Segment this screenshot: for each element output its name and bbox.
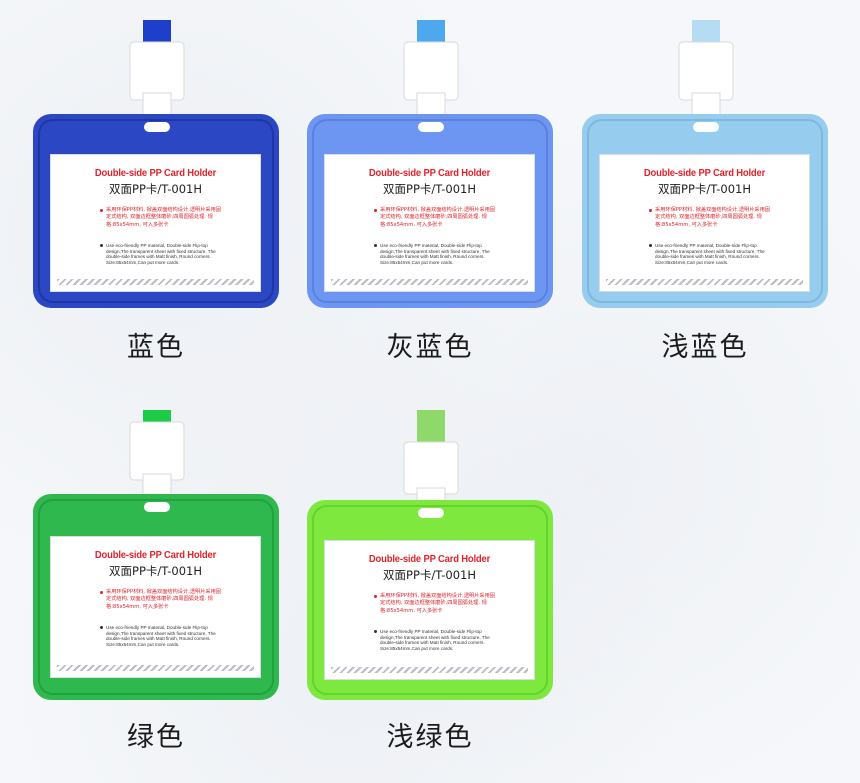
card-title-cn: 双面PP卡/T-001H xyxy=(109,182,202,196)
product-label: 蓝色 xyxy=(127,332,185,363)
card-frame-inner xyxy=(38,499,274,695)
product-light-blue: Double-side PP Card Holder 双面PP卡/T-001H … xyxy=(580,18,830,363)
product-gray-blue: Double-side PP Card Holder 双面PP卡/T-001H … xyxy=(305,18,555,363)
card-frame-inner xyxy=(38,119,274,303)
product-blue: Double-side PP Card Holder 双面PP卡/T-001H … xyxy=(31,18,281,363)
card-stripe xyxy=(331,667,528,673)
card-title-en: Double-side PP Card Holder xyxy=(368,553,491,565)
card-stripe xyxy=(57,279,254,285)
card-title-en: Double-side PP Card Holder xyxy=(94,167,217,179)
card-insert: Double-side PP Card Holder 双面PP卡/T-001H … xyxy=(324,540,535,680)
frame-slot xyxy=(418,508,444,518)
frame-slot xyxy=(418,122,444,132)
product-label: 浅蓝色 xyxy=(661,332,749,363)
card-frame-inner xyxy=(312,505,548,695)
card-desc-cn: 采用环保PP材料, 掀盖双面结构设计,透明片采用固定式结构, 双面边框整体磨砂,… xyxy=(374,207,498,229)
card-desc-en: Use eco-friendly PP material, Double-sid… xyxy=(649,243,773,265)
card-title-cn: 双面PP卡/T-001H xyxy=(383,568,476,582)
frame-slot xyxy=(693,122,719,132)
lanyard-clip xyxy=(129,421,185,481)
card-title-cn: 双面PP卡/T-001H xyxy=(383,182,476,196)
card-insert: Double-side PP Card Holder 双面PP卡/T-001H … xyxy=(50,536,261,678)
card-desc-en: Use eco-friendly PP material, Double-sid… xyxy=(100,625,224,647)
product-label: 灰蓝色 xyxy=(386,332,474,363)
card-insert: Double-side PP Card Holder 双面PP卡/T-001H … xyxy=(50,154,261,292)
card-stripe xyxy=(57,665,254,671)
card-desc-cn: 采用环保PP材料, 掀盖双面结构设计,透明片采用固定式结构, 双面边框整体磨砂,… xyxy=(100,207,224,229)
frame-slot xyxy=(144,122,170,132)
card-stripe xyxy=(331,279,528,285)
card-insert: Double-side PP Card Holder 双面PP卡/T-001H … xyxy=(599,154,810,292)
card-title-cn: 双面PP卡/T-001H xyxy=(109,564,202,578)
product-label: 绿色 xyxy=(127,722,185,753)
product-label: 浅绿色 xyxy=(386,722,474,753)
card-desc-cn: 采用环保PP材料, 掀盖双面结构设计,透明片采用固定式结构, 双面边框整体磨砂,… xyxy=(100,589,224,611)
lanyard-clip xyxy=(403,441,459,495)
card-desc-en: Use eco-friendly PP material, Double-sid… xyxy=(374,629,498,651)
card-title-cn: 双面PP卡/T-001H xyxy=(658,182,751,196)
card-desc-cn: 采用环保PP材料, 掀盖双面结构设计,透明片采用固定式结构, 双面边框整体磨砂,… xyxy=(374,593,498,615)
card-frame-inner xyxy=(312,119,548,303)
card-title-en: Double-side PP Card Holder xyxy=(643,167,766,179)
product-light-green: Double-side PP Card Holder 双面PP卡/T-001H … xyxy=(305,408,555,753)
card-desc-en: Use eco-friendly PP material, Double-sid… xyxy=(374,243,498,265)
card-stripe xyxy=(606,279,803,285)
card-desc-cn: 采用环保PP材料, 掀盖双面结构设计,透明片采用固定式结构, 双面边框整体磨砂,… xyxy=(649,207,773,229)
lanyard-strap xyxy=(143,410,171,424)
product-green: Double-side PP Card Holder 双面PP卡/T-001H … xyxy=(31,408,281,753)
frame-slot xyxy=(144,502,170,512)
lanyard-clip xyxy=(678,41,734,101)
lanyard-clip xyxy=(403,41,459,101)
lanyard-clip xyxy=(129,41,185,101)
card-title-en: Double-side PP Card Holder xyxy=(94,549,217,561)
card-frame-inner xyxy=(587,119,823,303)
lanyard-strap xyxy=(417,410,445,446)
card-title-en: Double-side PP Card Holder xyxy=(368,167,491,179)
card-desc-en: Use eco-friendly PP material, Double-sid… xyxy=(100,243,224,265)
card-insert: Double-side PP Card Holder 双面PP卡/T-001H … xyxy=(324,154,535,292)
